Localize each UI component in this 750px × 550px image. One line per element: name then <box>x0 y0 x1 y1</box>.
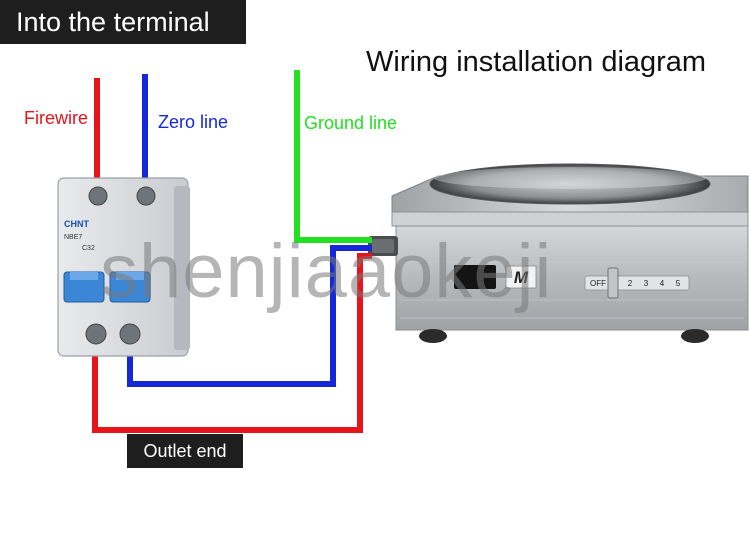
ground-line-label: Ground line <box>304 113 398 133</box>
breaker-rating: C32 <box>82 245 95 252</box>
wok-rim <box>434 167 706 189</box>
knob-labels: OFF 2 3 4 5 <box>590 279 681 288</box>
wires <box>92 70 372 433</box>
fire-wire-outlet <box>92 253 372 433</box>
knob-label-5: 5 <box>676 279 681 288</box>
stove-brush-lines <box>400 239 744 319</box>
stove-display <box>454 265 496 289</box>
breaker-terminal-bottom-left <box>85 323 107 345</box>
circuit-breaker: CHNT NBE7 C32 <box>57 177 190 357</box>
stove-foot-left <box>419 329 447 343</box>
knob-label-2: 2 <box>628 279 633 288</box>
zero-wire-outlet <box>127 245 372 387</box>
cable-gland-inner <box>372 239 394 253</box>
knob-label-4: 4 <box>660 279 665 288</box>
breaker-terminal-top-right <box>136 186 156 206</box>
breaker-model: NBE7 <box>64 234 82 241</box>
stove-foot-right <box>681 329 709 343</box>
stove-body <box>395 225 749 331</box>
terminal-badge: Into the terminal <box>0 0 246 44</box>
fire-wire-label: Firewire <box>24 108 89 128</box>
wok-bowl <box>429 163 711 205</box>
breaker-terminal-bottom-right <box>119 323 141 345</box>
breaker-side <box>174 186 190 350</box>
knob-label-3: 3 <box>644 279 649 288</box>
stove-lip <box>391 211 749 227</box>
stove-logo: M <box>505 265 537 289</box>
ground-wire <box>294 70 372 243</box>
breaker-toggle-left-highlight <box>70 272 98 280</box>
breaker-toggle-right-highlight <box>116 272 144 280</box>
zero-line-label: Zero line <box>158 112 229 132</box>
knob-label-off: OFF <box>590 279 606 288</box>
breaker-brand: CHNT <box>64 219 89 229</box>
outlet-end-badge: Outlet end <box>127 434 243 468</box>
induction-stove: M OFF 2 3 4 5 <box>368 163 749 343</box>
knob-handle <box>607 267 619 299</box>
stove-logo-text: M <box>514 268 529 287</box>
diagram-title: Wiring installation diagram <box>366 46 707 78</box>
breaker-terminal-top-left <box>88 186 108 206</box>
